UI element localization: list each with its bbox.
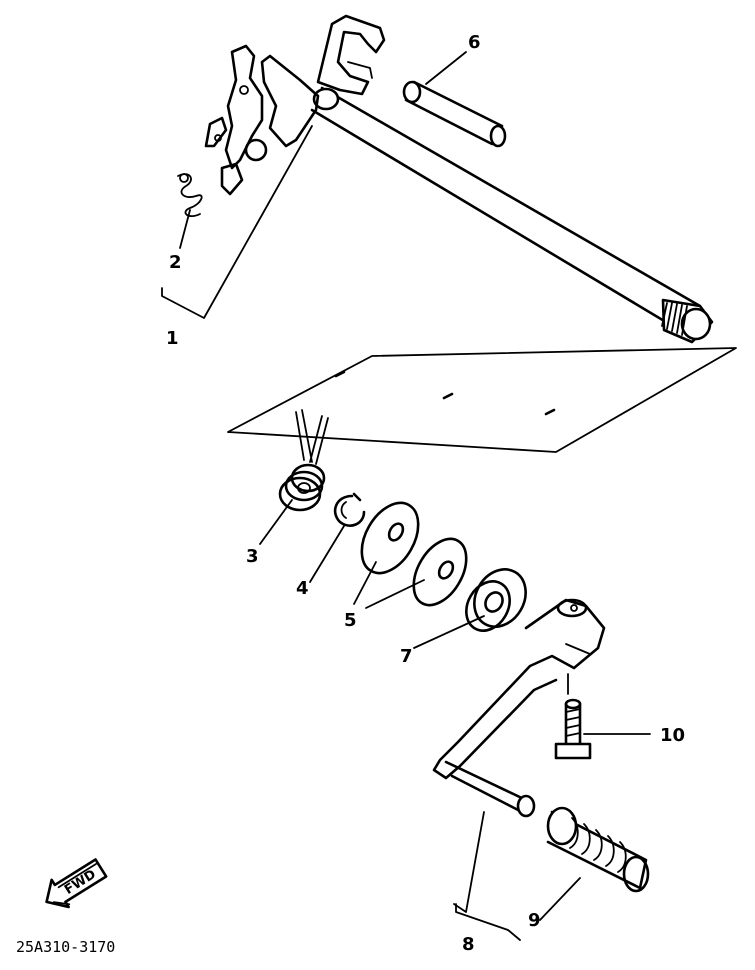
bolt <box>554 698 592 760</box>
circlip <box>333 492 366 527</box>
oil-seal <box>465 568 527 632</box>
shift-arm <box>204 44 320 196</box>
return-spring-small <box>177 173 203 218</box>
shift-shaft <box>310 86 714 344</box>
shift-shaft-assembly <box>177 14 714 344</box>
pin <box>402 80 507 148</box>
callout-8: 8 <box>462 934 475 955</box>
callout-6: 6 <box>468 32 481 53</box>
callout-1: 1 <box>166 328 179 349</box>
callout-9: 9 <box>528 910 541 931</box>
shift-pawl <box>316 14 386 96</box>
callout-10: 10 <box>660 725 685 746</box>
drawing-code: 25A310-3170 <box>16 938 115 956</box>
leader-lines <box>161 51 651 941</box>
washer-inner <box>412 537 468 607</box>
forward-direction-arrow: FWD <box>45 858 108 909</box>
shift-pedal <box>432 598 606 818</box>
torsion-spring <box>278 409 329 512</box>
callout-2: 2 <box>169 252 182 273</box>
callout-4: 4 <box>296 578 309 599</box>
callout-3: 3 <box>246 546 259 567</box>
pedal-rubber <box>546 806 650 893</box>
callout-7: 7 <box>400 646 413 667</box>
assembly-outline <box>227 347 737 453</box>
callout-5: 5 <box>344 610 357 631</box>
